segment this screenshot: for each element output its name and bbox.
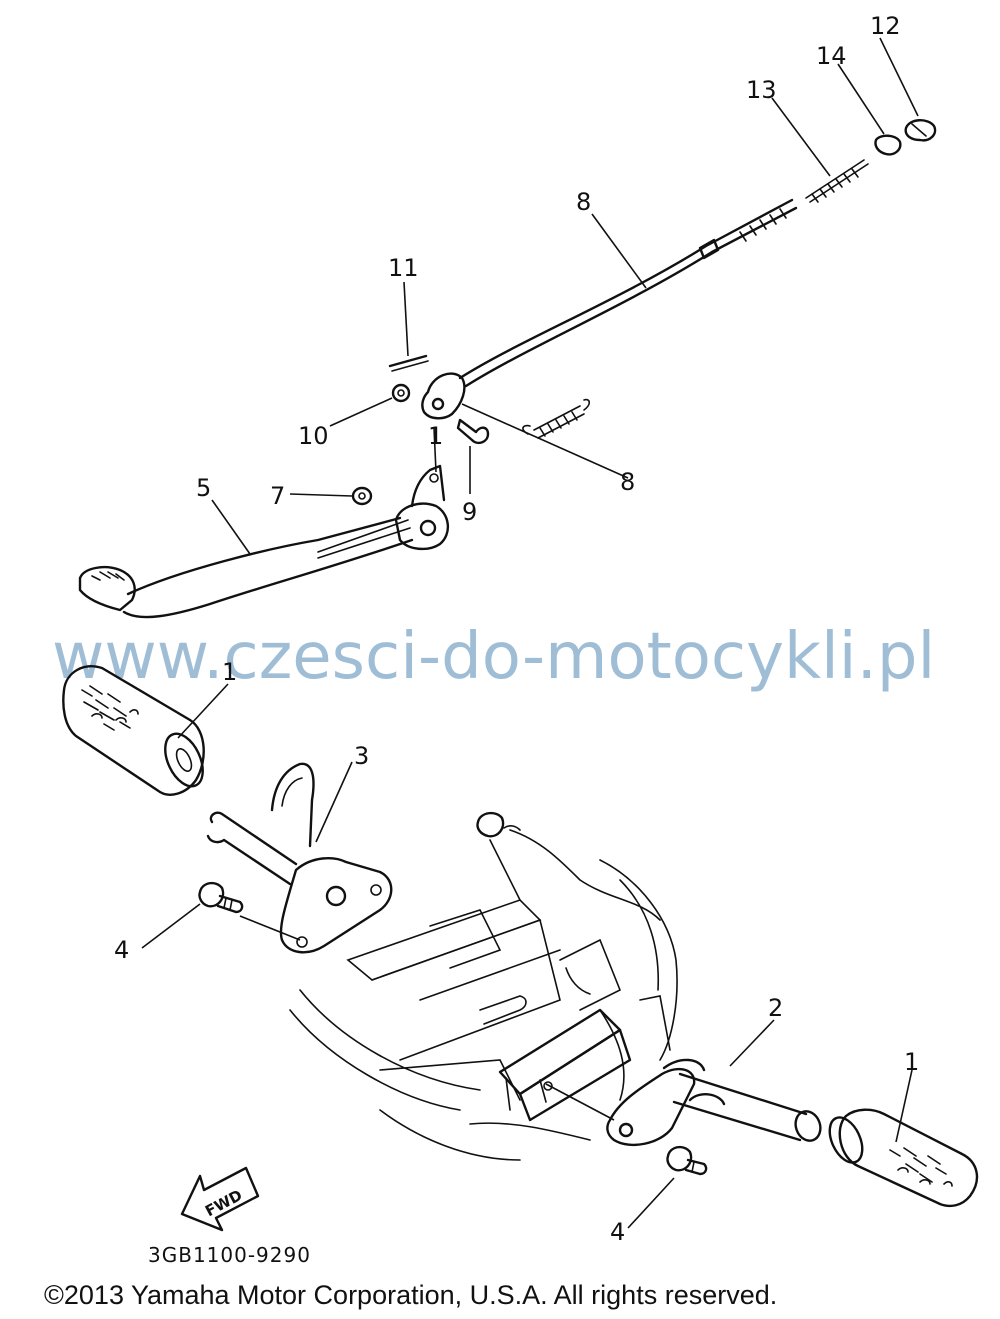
- part-3-footrest-bracket: [206, 762, 393, 954]
- copyright-notice: ©2013 Yamaha Motor Corporation, U.S.A. A…: [44, 1280, 777, 1310]
- part-9-pin: [456, 418, 490, 445]
- part-2-footrest-bracket-right: [606, 1058, 822, 1147]
- diagram-number: 3GB1100-9290: [148, 1243, 311, 1267]
- callout-12: 12: [870, 12, 901, 40]
- part-1-footrest-rubber-left: [62, 665, 205, 796]
- callout-1-arm: 1: [428, 422, 443, 450]
- callout-4-right: 4: [610, 1218, 625, 1246]
- part-4-bolt-left: [198, 881, 244, 914]
- fwd-direction-arrow: FWD: [180, 1166, 260, 1232]
- callout-8-rod: 8: [576, 188, 591, 216]
- part-6-return-spring: [522, 398, 591, 439]
- part-1-footrest-rubber-right: [828, 1108, 979, 1208]
- callout-4-left: 4: [114, 936, 129, 964]
- part-7-washer: [351, 486, 373, 506]
- callout-9: 9: [462, 498, 477, 526]
- frame-outline: [289, 829, 678, 1161]
- callout-13: 13: [746, 76, 777, 104]
- part-11-cotter-pin: [388, 354, 429, 372]
- part-12-adjuster-nut: [904, 119, 937, 142]
- frame-cap: [476, 811, 521, 838]
- part-8-brake-rod: [458, 198, 798, 388]
- callout-1-right: 1: [904, 1048, 919, 1076]
- callout-10: 10: [298, 422, 329, 450]
- part-4-bolt-right: [666, 1145, 708, 1176]
- callout-1-left: 1: [222, 658, 237, 686]
- callout-7: 7: [270, 482, 285, 510]
- watermark-text: www.czesci-do-motocykli.pl: [52, 620, 935, 694]
- callout-8-spring: 8: [620, 468, 635, 496]
- callout-numbers: 12 14 13 8 11 10 1 9 8 5 7 1 3 4 2 1 4: [114, 12, 919, 1246]
- callout-3: 3: [354, 742, 369, 770]
- part-13-spring: [805, 159, 869, 203]
- brake-arm-clevis: [421, 372, 466, 420]
- leader-lines: [141, 37, 919, 1229]
- callout-5: 5: [196, 474, 211, 502]
- callout-11: 11: [388, 254, 419, 282]
- part-14-cable-joint: [874, 134, 902, 156]
- part-5-brake-pedal: [78, 464, 449, 619]
- callout-2: 2: [768, 994, 783, 1022]
- callout-14: 14: [816, 42, 847, 70]
- part-10-washer: [391, 383, 411, 403]
